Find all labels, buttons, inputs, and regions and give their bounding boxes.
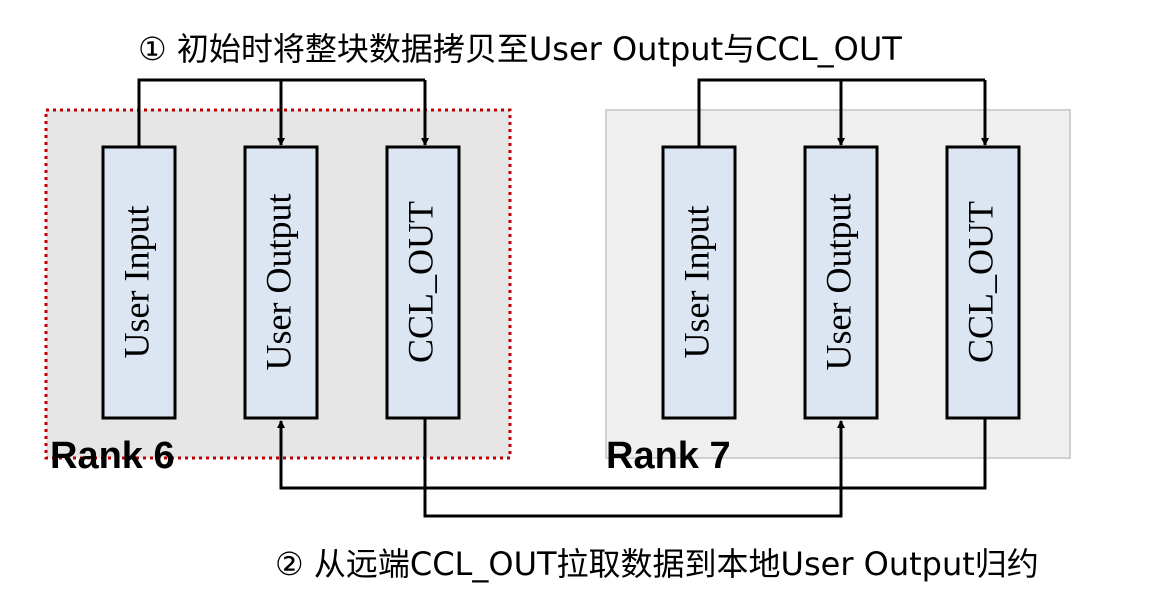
rank7-user-output-buffer: User Output bbox=[803, 145, 879, 420]
rank6-ccl-out-label: CCL_OUT bbox=[400, 201, 440, 363]
rank6-ccl-to-rank7-output-arrow bbox=[423, 419, 845, 518]
rank7-ccl-out-label: CCL_OUT bbox=[960, 201, 1000, 363]
rank6-copy-line bbox=[137, 78, 425, 147]
rank6-user-output-buffer: User Output bbox=[243, 145, 319, 420]
rank7-ccl-to-rank6-output-arrow bbox=[277, 419, 987, 490]
rank6-user-input-label: User Input bbox=[116, 206, 156, 359]
rank7-label: Rank 7 bbox=[606, 435, 731, 477]
step1-caption: ① 初始时将整块数据拷贝至User Output与CCL_OUT bbox=[138, 30, 902, 68]
rank6-highlight-border bbox=[44, 108, 512, 460]
rank7-user-output-label: User Output bbox=[818, 194, 858, 371]
rank6-label: Rank 6 bbox=[50, 435, 175, 477]
rank7-copy-line bbox=[697, 78, 985, 147]
rank7-user-input-label: User Input bbox=[676, 206, 716, 359]
rank6-user-output-label: User Output bbox=[258, 194, 298, 371]
rank6-ccl-out-buffer: CCL_OUT bbox=[385, 145, 461, 420]
rank6-user-input-buffer: User Input bbox=[101, 145, 177, 420]
rank7-user-input-buffer: User Input bbox=[661, 145, 737, 420]
step2-caption: ② 从远端CCL_OUT拉取数据到本地User Output归约 bbox=[275, 545, 1039, 583]
rank7-ccl-out-buffer: CCL_OUT bbox=[945, 145, 1021, 420]
